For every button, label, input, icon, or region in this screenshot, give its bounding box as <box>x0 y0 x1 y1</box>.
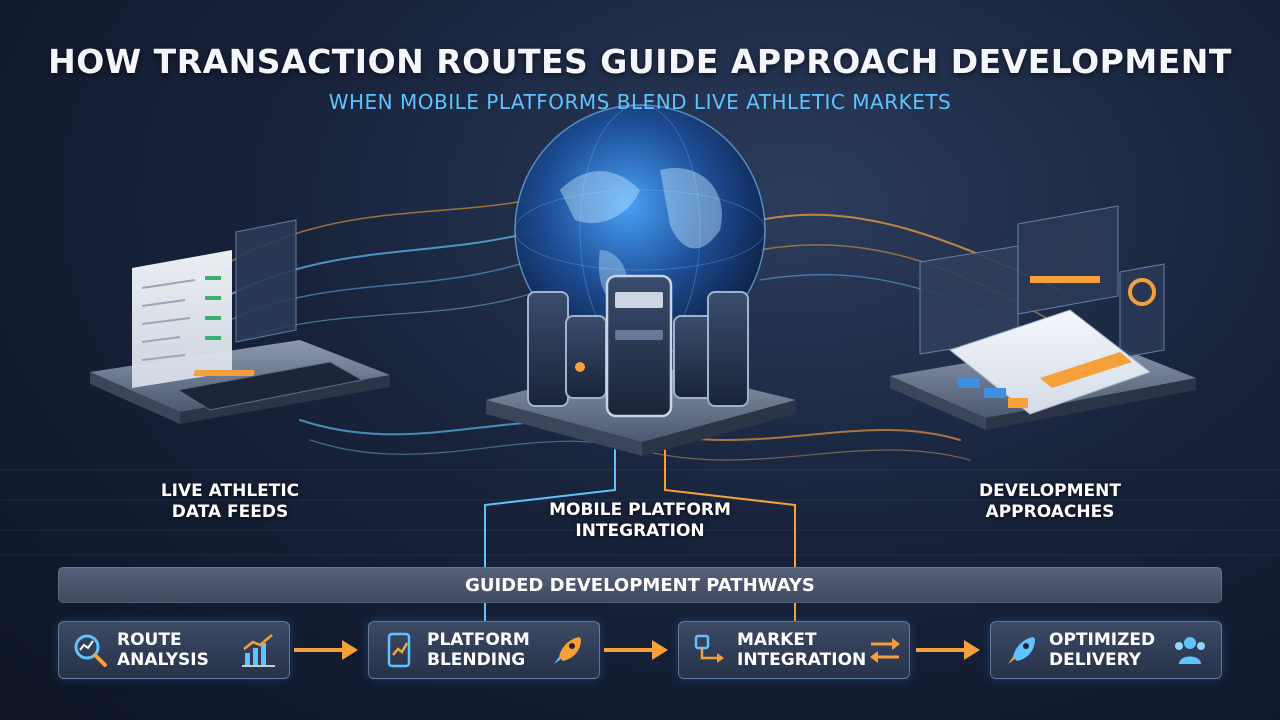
phone-illustrations <box>527 274 749 418</box>
magnifier-chart-icon <box>74 634 107 667</box>
page-subtitle: WHEN MOBILE PLATFORMS BLEND LIVE ATHLETI… <box>328 90 952 114</box>
right-platform <box>890 205 1196 430</box>
arrow-right-icon <box>916 640 980 660</box>
routing-icon <box>694 634 724 663</box>
floor-grid <box>0 469 1280 556</box>
rocket-icon <box>1008 637 1035 664</box>
column-label-development: DEVELOPMENT APPROACHES <box>979 481 1121 522</box>
phone-chart-icon <box>387 632 411 668</box>
users-icon <box>1175 637 1205 664</box>
step-route-analysis: ROUTE ANALYSIS <box>58 621 290 679</box>
globe-illustration <box>514 104 766 356</box>
step-platform-blending: PLATFORM BLENDING <box>368 621 600 679</box>
column-label-live-data: LIVE ATHLETIC DATA FEEDS <box>160 481 300 522</box>
transfer-arrows-icon <box>870 638 901 663</box>
step-optimized-delivery: OPTIMIZED DELIVERY <box>990 621 1222 679</box>
pathways-banner: GUIDED DEVELOPMENT PATHWAYS <box>58 567 1222 603</box>
bar-chart-icon <box>242 634 275 667</box>
step-market-integration: MARKET INTEGRATION <box>678 621 910 679</box>
column-label-mobile-platform: MOBILE PLATFORM INTEGRATION <box>549 500 731 541</box>
center-platform <box>486 274 796 456</box>
arrow-right-icon <box>604 640 668 660</box>
arrow-right-icon <box>294 640 358 660</box>
left-platform <box>90 219 390 424</box>
page-title: HOW TRANSACTION ROUTES GUIDE APPROACH DE… <box>48 42 1232 81</box>
rocket-icon <box>554 637 581 664</box>
